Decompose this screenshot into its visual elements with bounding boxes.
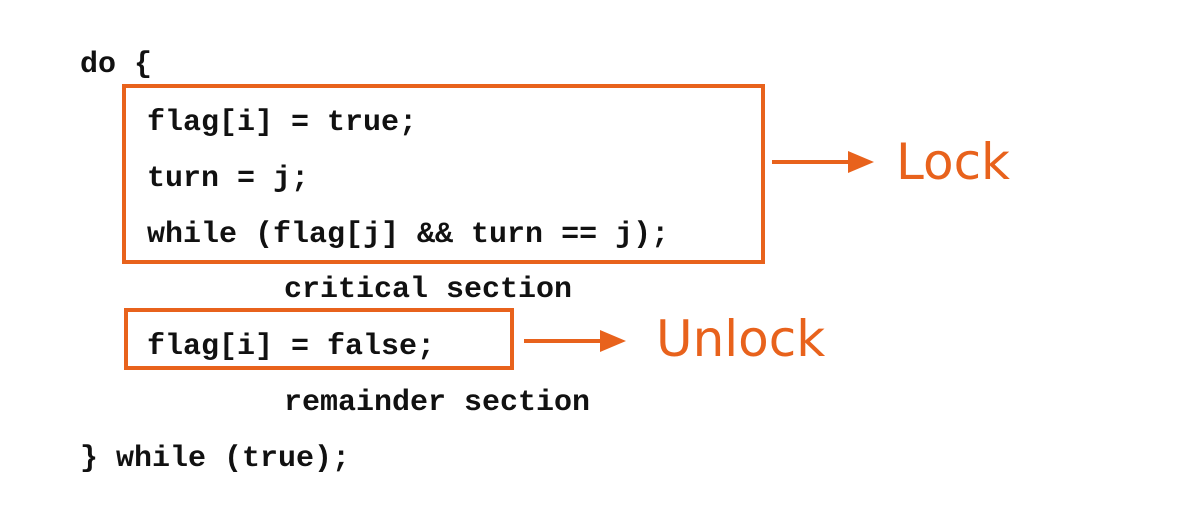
code-line-remainder-section: remainder section <box>284 386 591 420</box>
code-line-flag-true: flag[i] = true; <box>147 106 418 140</box>
code-line-flag-false: flag[i] = false; <box>147 330 436 364</box>
code-line-turn: turn = j; <box>147 162 310 196</box>
code-line-do: do { <box>80 48 153 82</box>
code-line-while: while (flag[j] && turn == j); <box>147 218 670 252</box>
unlock-label: Unlock <box>656 310 826 368</box>
lock-box <box>122 84 765 264</box>
code-line-end: } while (true); <box>80 442 351 476</box>
code-line-critical-section: critical section <box>284 273 573 307</box>
lock-label: Lock <box>896 133 1011 191</box>
unlock-box <box>124 308 514 370</box>
unlock-arrow-icon <box>524 330 626 352</box>
lock-arrow-icon <box>772 151 874 173</box>
